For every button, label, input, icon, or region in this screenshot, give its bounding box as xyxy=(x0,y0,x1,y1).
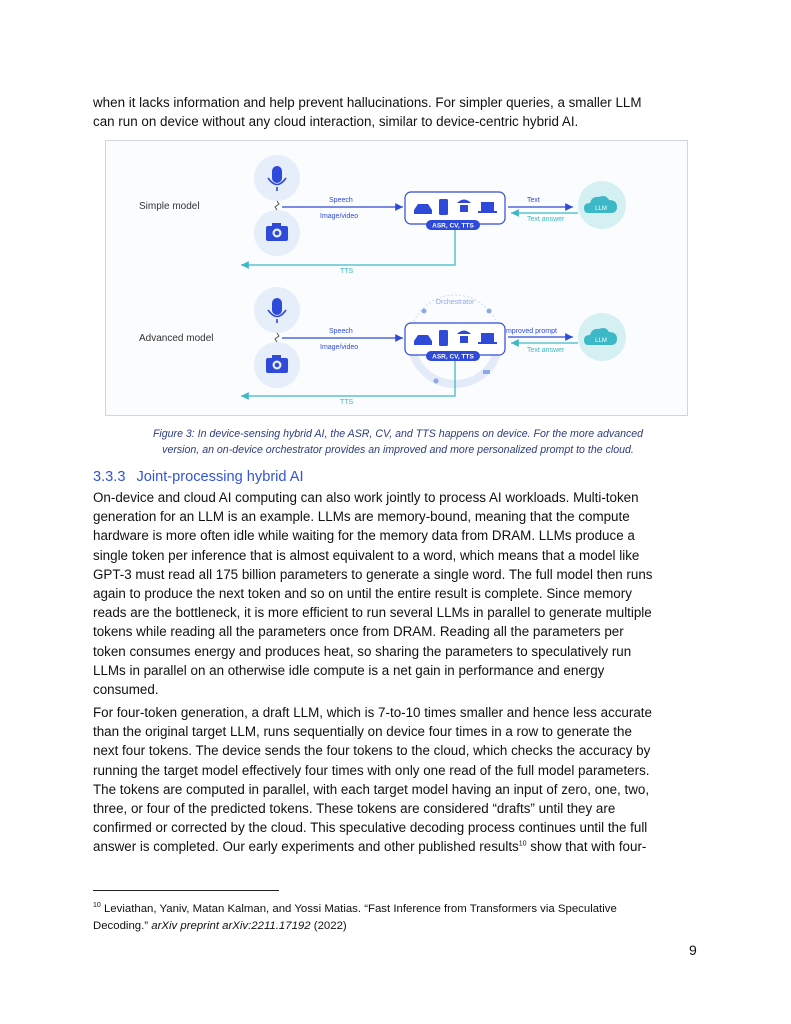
tts-label-advanced: TTS xyxy=(340,399,354,406)
text-label-simple: Text xyxy=(527,197,540,204)
text-line: generation for an LLM is an example. LLM… xyxy=(93,509,630,525)
text-line: GPT-3 must read all 175 billion paramete… xyxy=(93,566,653,582)
footnote-line-2: Decoding.” arXiv preprint arXiv:2211.171… xyxy=(93,918,703,935)
text-answer-label-advanced: Text answer xyxy=(527,347,565,354)
asr-cv-tts-badge-advanced: ASR, CV, TTS xyxy=(432,354,474,361)
footnote-divider xyxy=(93,890,279,891)
llm-label-advanced: LLM xyxy=(595,338,607,344)
text-line: single token per inference that is almos… xyxy=(93,547,640,563)
hybrid-ai-diagram: Simple model Speech Image/video xyxy=(139,155,626,406)
caption-line-2: version, an on-device orchestrator provi… xyxy=(162,443,634,456)
text-line: tokens while reading all the parameters … xyxy=(93,624,624,640)
share-icon xyxy=(433,378,439,384)
page-number: 9 xyxy=(689,942,697,958)
section-number: 3.3.3 xyxy=(93,469,126,485)
orchestrator-label: Orchestrator xyxy=(436,299,476,306)
intro-line-2: can run on device without any cloud inte… xyxy=(93,114,579,130)
text-line: next four tokens. The device sends the f… xyxy=(93,743,651,759)
improved-prompt-label: Improved prompt xyxy=(504,328,557,335)
microphone-icon xyxy=(254,287,300,333)
text-line: hardware is more often idle while waitin… xyxy=(93,528,635,544)
text-line: again to produce the next token and so o… xyxy=(93,586,632,602)
text-line: three, or four of the predicted tokens. … xyxy=(93,801,616,817)
figure-3: Simple model Speech Image/video xyxy=(105,140,688,416)
text-span: show that with four- xyxy=(526,839,647,855)
image-video-label-advanced: Image/video xyxy=(320,344,358,351)
text-line: answer is completed. Our early experimen… xyxy=(93,837,703,856)
text-span: answer is completed. Our early experimen… xyxy=(93,839,519,855)
footnote-line-1: 10 Leviathan, Yaniv, Matan Kalman, and Y… xyxy=(93,901,703,918)
microphone-icon xyxy=(254,155,300,201)
footnote-citation: arXiv preprint arXiv:2211.17192 xyxy=(151,919,311,932)
text-line: running the target model effectively fou… xyxy=(93,762,650,778)
location-icon xyxy=(421,308,427,314)
text-line: reads are the bottleneck, it is more eff… xyxy=(93,605,652,621)
footnote-text-1: Leviathan, Yaniv, Matan Kalman, and Yoss… xyxy=(100,903,617,915)
text-line: than the original target LLM, runs seque… xyxy=(93,724,632,740)
section-heading: 3.3.3 Joint-processing hybrid AI xyxy=(93,469,304,485)
asr-cv-tts-badge-simple: ASR, CV, TTS xyxy=(432,223,474,230)
footnote-year: (2022) xyxy=(310,919,347,932)
footnote-reference[interactable]: 10 xyxy=(518,840,527,848)
paragraph-2: For four-token generation, a draft LLM, … xyxy=(93,703,703,857)
tts-label-simple: TTS xyxy=(340,268,354,275)
intro-paragraph: when it lacks information and help preve… xyxy=(93,93,703,131)
section-title: Joint-processing hybrid AI xyxy=(136,469,304,485)
cloud-llm-icon-advanced: LLM xyxy=(578,313,626,361)
llm-label-simple: LLM xyxy=(595,206,607,212)
device-box-advanced: ASR, CV, TTS xyxy=(404,322,506,361)
caption-line-1: Figure 3: In device-sensing hybrid AI, t… xyxy=(152,428,644,440)
footnote: 10 Leviathan, Yaniv, Matan Kalman, and Y… xyxy=(93,901,703,934)
text-line: confirmed or corrected by the cloud. Thi… xyxy=(93,820,648,836)
camera-icon xyxy=(254,342,300,388)
text-line: The tokens are computed in parallel, wit… xyxy=(93,781,650,797)
text-line: token consumes energy and produces heat,… xyxy=(93,643,632,659)
image-video-label-simple: Image/video xyxy=(320,213,358,220)
settings-icon xyxy=(486,308,492,314)
text-answer-label-simple: Text answer xyxy=(527,216,565,223)
text-line: consumed. xyxy=(93,682,159,698)
device-box-simple: ASR, CV, TTS xyxy=(404,191,506,230)
advanced-model-label: Advanced model xyxy=(139,333,214,344)
camera-icon xyxy=(254,210,300,256)
message-icon xyxy=(483,370,490,374)
text-line: For four-token generation, a draft LLM, … xyxy=(93,705,652,720)
text-line: On-device and cloud AI computing can als… xyxy=(93,490,639,505)
footnote-number: 10 xyxy=(93,902,101,910)
paragraph-1: On-device and cloud AI computing can als… xyxy=(93,488,703,699)
intro-line-1: when it lacks information and help preve… xyxy=(93,95,642,110)
speech-label-simple: Speech xyxy=(329,197,353,204)
figure-caption: Figure 3: In device-sensing hybrid AI, t… xyxy=(93,427,703,458)
footnote-text-2a: Decoding.” xyxy=(93,919,152,932)
cloud-llm-icon-simple: LLM xyxy=(578,181,626,229)
simple-model-label: Simple model xyxy=(139,201,200,212)
text-line: LLMs in parallel on an otherwise idle co… xyxy=(93,662,605,678)
speech-label-advanced: Speech xyxy=(329,328,353,335)
